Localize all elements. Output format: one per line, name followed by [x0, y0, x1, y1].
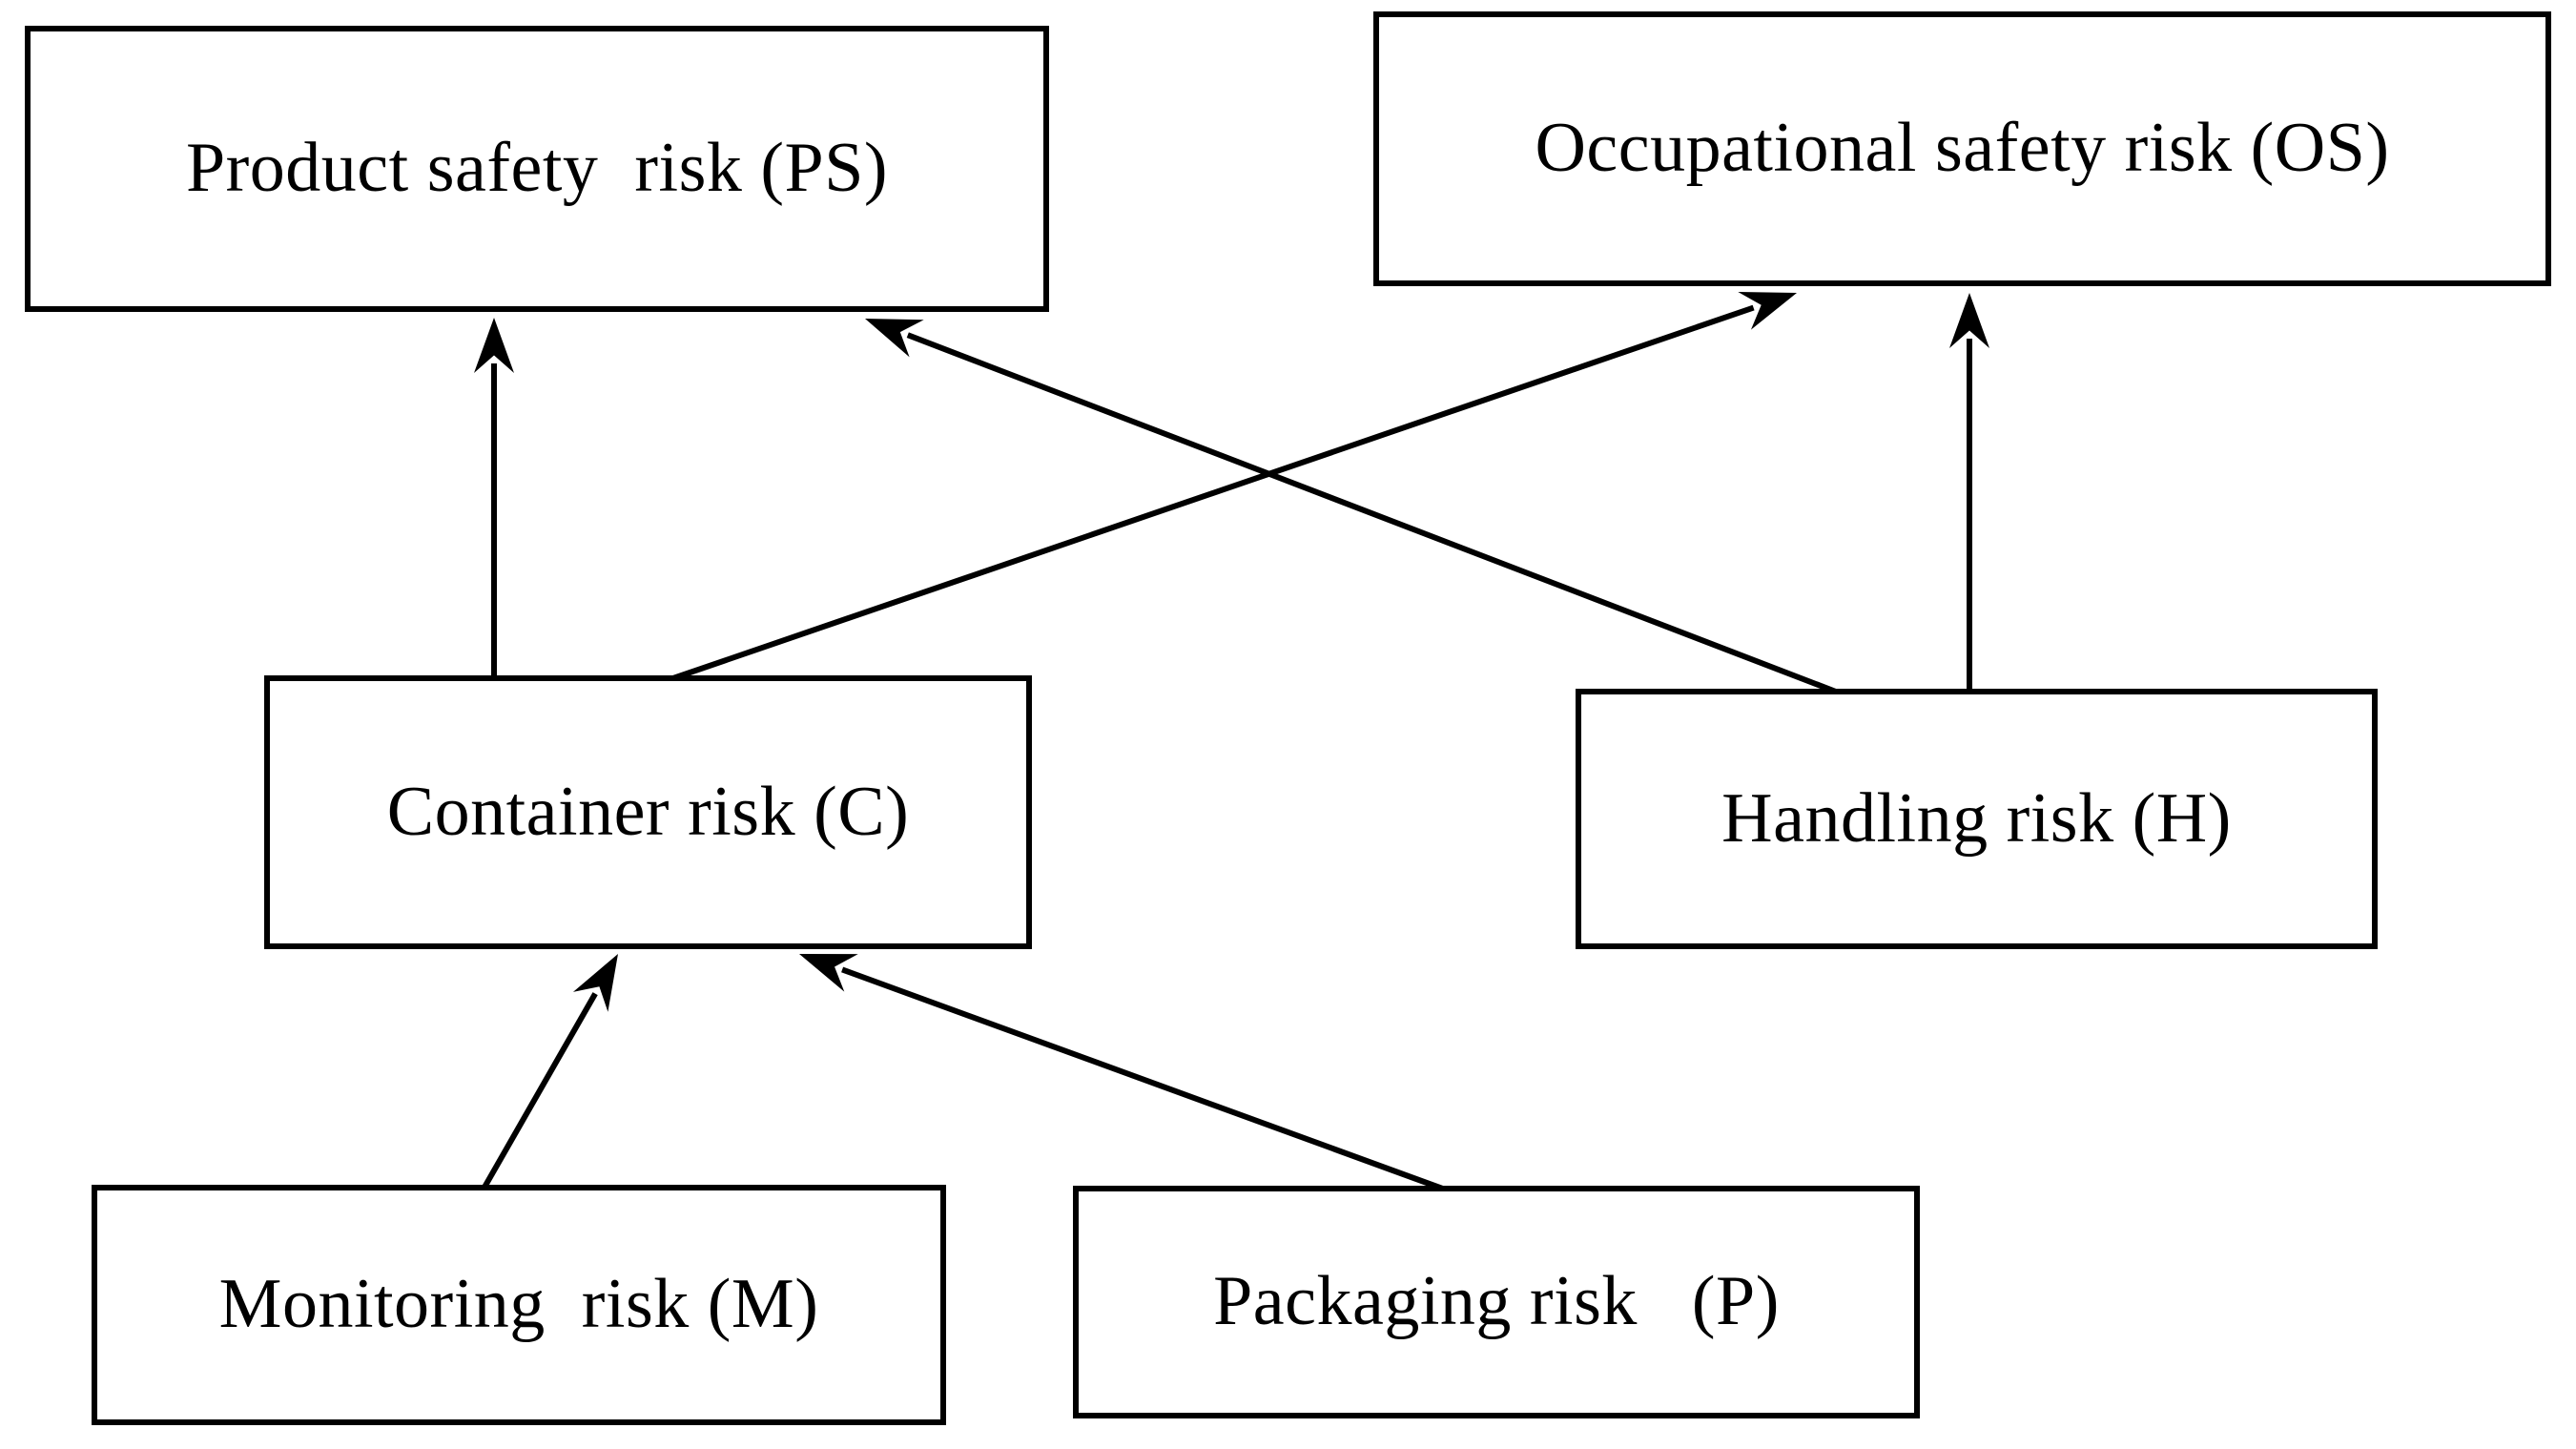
edge-c-os — [667, 304, 1755, 683]
arrowhead-h-os-icon — [1949, 293, 1989, 348]
edge-h-ps — [906, 332, 1843, 696]
node-label-monitoring-risk: Monitoring risk (M) — [218, 1265, 819, 1344]
node-label-container-risk: Container risk (C) — [386, 772, 910, 851]
node-monitoring-risk[interactable]: Monitoring risk (M) — [92, 1185, 946, 1425]
node-occupational-safety-risk[interactable]: Occupational safety risk (OS) — [1373, 11, 2551, 286]
node-packaging-risk[interactable]: Packaging risk (P) — [1073, 1186, 1920, 1418]
edge-m-c — [480, 992, 598, 1192]
node-handling-risk[interactable]: Handling risk (H) — [1576, 689, 2378, 949]
node-label-product-safety-risk: Product safety risk (PS) — [186, 129, 888, 208]
node-product-safety-risk[interactable]: Product safety risk (PS) — [25, 26, 1049, 312]
arrowhead-p-c-icon — [799, 954, 858, 992]
arrowhead-c-os-icon — [1738, 291, 1797, 330]
arrowhead-h-ps-icon — [865, 319, 924, 358]
node-container-risk[interactable]: Container risk (C) — [264, 675, 1032, 949]
node-label-handling-risk: Handling risk (H) — [1721, 778, 2232, 858]
node-label-occupational-safety-risk: Occupational safety risk (OS) — [1535, 109, 2390, 188]
edge-p-c — [841, 966, 1450, 1193]
arrowhead-m-c-icon — [572, 954, 618, 1012]
arrowhead-c-ps-icon — [474, 318, 514, 373]
node-label-packaging-risk: Packaging risk (P) — [1213, 1262, 1780, 1341]
